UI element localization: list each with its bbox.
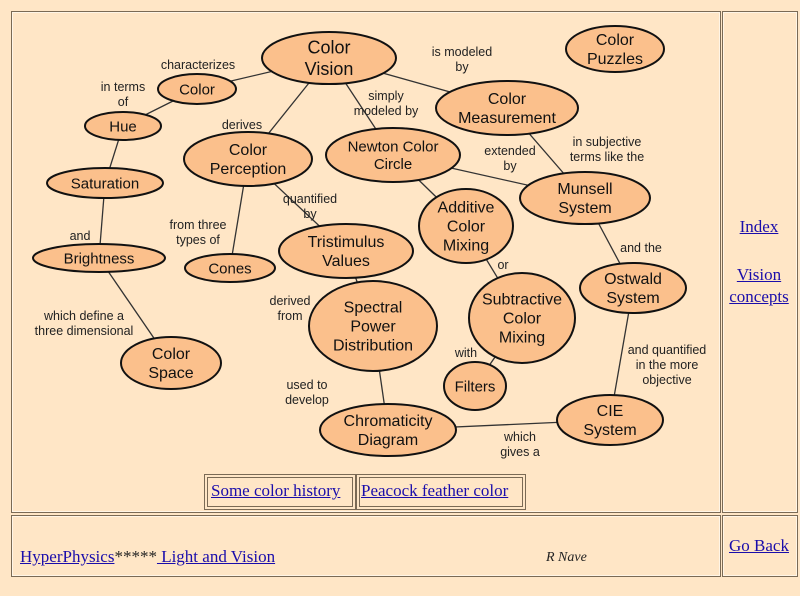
side-nav-panel xyxy=(722,11,798,513)
vision-concepts-line1: Vision xyxy=(736,265,782,284)
hyperphysics-link[interactable]: HyperPhysics xyxy=(20,547,115,566)
footer-panel xyxy=(11,515,721,577)
svg-text:Color: Color xyxy=(179,81,215,98)
svg-text:Saturation: Saturation xyxy=(71,175,139,192)
peacock-feather-link[interactable]: Peacock feather color xyxy=(361,481,509,500)
footer-nav: HyperPhysics***** Light and Vision xyxy=(20,547,275,567)
edge-label-characterizes: characterizes xyxy=(161,58,235,72)
edge-label-or: or xyxy=(497,258,508,272)
node-saturation: Saturation xyxy=(46,167,164,199)
edge-label-and: and xyxy=(70,229,91,243)
go-back-panel xyxy=(722,515,798,577)
edge-label-derives: derives xyxy=(222,118,262,132)
color-history-link[interactable]: Some color history xyxy=(211,481,341,500)
node-filters: Filters xyxy=(443,361,507,411)
svg-text:Cones: Cones xyxy=(208,260,251,277)
node-cones: Cones xyxy=(184,253,276,283)
edge-label-with: with xyxy=(454,346,477,360)
node-brightness: Brightness xyxy=(32,243,166,273)
node-color: Color xyxy=(157,73,237,105)
vision-concepts-line2: concepts xyxy=(729,287,789,306)
node-hue: Hue xyxy=(84,111,162,141)
svg-text:Hue: Hue xyxy=(109,118,137,135)
rating-stars: ***** xyxy=(114,547,157,566)
svg-text:Filters: Filters xyxy=(455,378,496,395)
author-credit: R Nave xyxy=(546,550,587,565)
light-vision-link[interactable]: Light and Vision xyxy=(156,547,276,566)
history-link-box xyxy=(204,474,356,510)
edge-label-and_the: and the xyxy=(620,241,662,255)
vision-concepts-link[interactable]: Vision concepts xyxy=(719,264,799,308)
concept-map-panel xyxy=(11,11,721,513)
index-link[interactable]: Index xyxy=(739,217,779,236)
peacock-link-box xyxy=(356,474,526,510)
go-back-link[interactable]: Go Back xyxy=(729,536,789,555)
svg-text:Brightness: Brightness xyxy=(64,250,135,267)
